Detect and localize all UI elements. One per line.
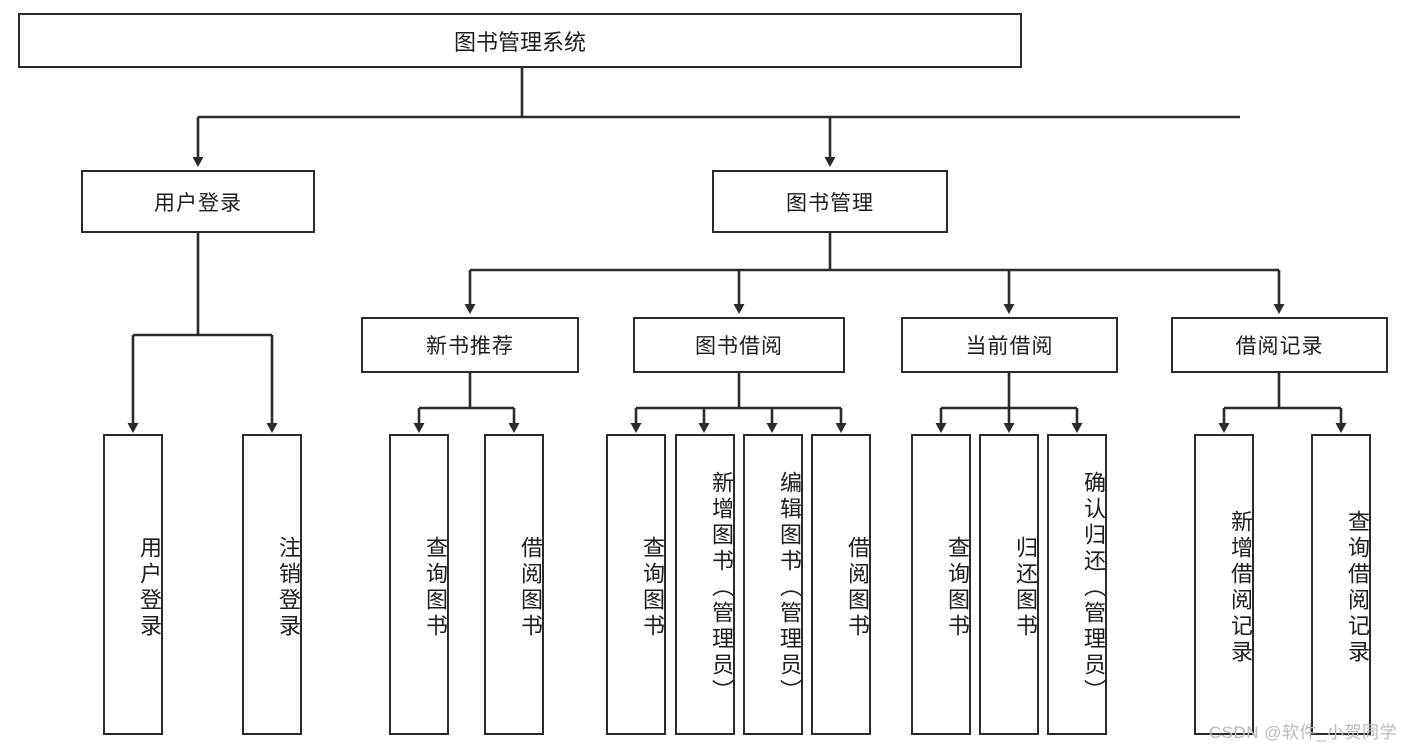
node-book-borrow-label: 图书借阅 bbox=[695, 335, 783, 358]
leaf-query-book-borrow[interactable]: 查询图书 bbox=[606, 434, 666, 735]
leaf-borrow-book-recommend[interactable]: 借阅图书 bbox=[484, 434, 544, 735]
leaf-user-login[interactable]: 用户登录 bbox=[103, 434, 163, 735]
leaf-edit-book-admin[interactable]: 编辑图书（管理员） bbox=[743, 434, 803, 735]
leaf-logout-label: 注销登录 bbox=[276, 535, 301, 640]
node-current-borrow-label: 当前借阅 bbox=[965, 335, 1054, 358]
node-borrow-record[interactable]: 借阅记录 bbox=[1171, 317, 1388, 373]
node-user-login[interactable]: 用户登录 bbox=[81, 170, 315, 233]
leaf-query-borrow-record-label: 查询借阅记录 bbox=[1345, 509, 1370, 666]
node-borrow-record-label: 借阅记录 bbox=[1235, 335, 1324, 358]
leaf-query-book-current-label: 查询图书 bbox=[945, 535, 970, 640]
node-new-book-recommend[interactable]: 新书推荐 bbox=[361, 317, 579, 373]
leaf-query-book-borrow-label: 查询图书 bbox=[640, 535, 665, 640]
leaf-user-login-label: 用户登录 bbox=[137, 535, 162, 640]
leaf-query-borrow-record[interactable]: 查询借阅记录 bbox=[1311, 434, 1371, 735]
leaf-borrow-book-label: 借阅图书 bbox=[845, 535, 870, 640]
leaf-add-borrow-record-label: 新增借阅记录 bbox=[1228, 509, 1253, 666]
node-root-label: 图书管理系统 bbox=[453, 29, 586, 55]
leaf-query-book-current[interactable]: 查询图书 bbox=[911, 434, 971, 735]
node-book-management[interactable]: 图书管理 bbox=[712, 170, 948, 233]
leaf-logout[interactable]: 注销登录 bbox=[242, 434, 302, 735]
leaf-add-book-admin[interactable]: 新增图书（管理员） bbox=[675, 434, 735, 735]
node-book-borrow[interactable]: 图书借阅 bbox=[633, 317, 845, 373]
node-root[interactable]: 图书管理系统 bbox=[18, 13, 1022, 68]
leaf-add-book-admin-label: 新增图书（管理员） bbox=[709, 470, 734, 705]
leaf-borrow-book-recommend-label: 借阅图书 bbox=[518, 535, 543, 640]
leaf-borrow-book[interactable]: 借阅图书 bbox=[811, 434, 871, 735]
leaf-edit-book-admin-label: 编辑图书（管理员） bbox=[777, 470, 802, 705]
node-new-book-recommend-label: 新书推荐 bbox=[426, 335, 514, 358]
leaf-add-borrow-record[interactable]: 新增借阅记录 bbox=[1194, 434, 1254, 735]
leaf-query-book-recommend-label: 查询图书 bbox=[423, 535, 448, 640]
node-book-management-label: 图书管理 bbox=[786, 191, 874, 215]
leaf-query-book-recommend[interactable]: 查询图书 bbox=[389, 434, 449, 735]
leaf-confirm-return-admin[interactable]: 确认归还（管理员） bbox=[1047, 434, 1107, 735]
leaf-return-book[interactable]: 归还图书 bbox=[979, 434, 1039, 735]
node-user-login-label: 用户登录 bbox=[154, 191, 242, 215]
leaf-confirm-return-admin-label: 确认归还（管理员） bbox=[1081, 470, 1106, 705]
leaf-return-book-label: 归还图书 bbox=[1013, 535, 1038, 640]
node-current-borrow[interactable]: 当前借阅 bbox=[901, 317, 1118, 373]
